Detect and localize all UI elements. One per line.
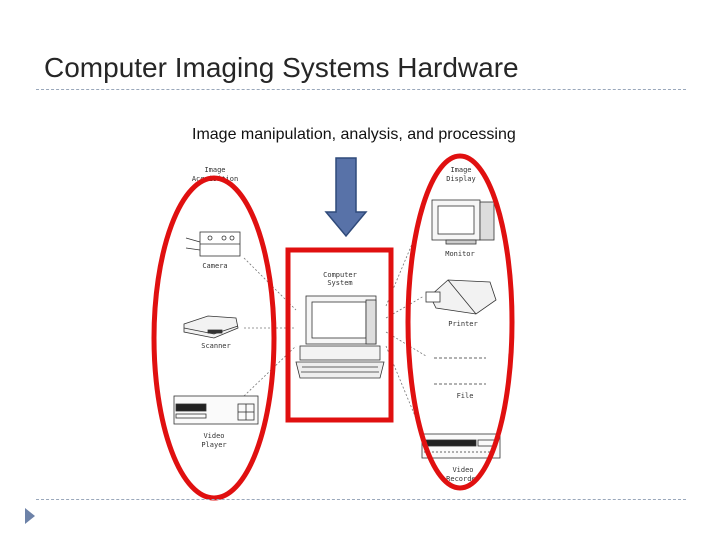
monitor-icon — [431, 199, 495, 245]
camera-icon — [185, 231, 241, 257]
video-player-icon — [173, 395, 259, 425]
video-recorder-icon — [421, 433, 501, 459]
computer-system-label-line1: Computer — [323, 271, 357, 279]
right-group-label-line2: Display — [446, 175, 476, 183]
slide-bullet-icon — [25, 508, 35, 524]
acquisition-highlight-ellipse — [151, 175, 277, 501]
file-label: File — [457, 392, 474, 400]
printer-icon — [425, 279, 497, 315]
video-recorder-label-line2: Recorder — [446, 475, 480, 483]
processing-down-arrow — [324, 157, 368, 238]
file-icon — [434, 357, 486, 385]
video-recorder-label-line1: Video — [452, 466, 473, 474]
diagram-subtitle: Image manipulation, analysis, and proces… — [192, 126, 516, 143]
computer-icon — [295, 295, 385, 379]
monitor-label: Monitor — [445, 250, 475, 258]
scanner-icon — [183, 315, 239, 339]
title-divider — [36, 89, 686, 90]
scanner-label: Scanner — [201, 342, 231, 350]
right-group-label-line1: Image — [450, 166, 471, 174]
printer-label: Printer — [448, 320, 478, 328]
slide-title: Computer Imaging Systems Hardware — [44, 52, 519, 83]
left-group-label-line1: Image — [204, 166, 225, 174]
computer-system-label-line2: System — [327, 279, 352, 287]
display-highlight-ellipse — [405, 153, 515, 491]
computer-highlight-box — [285, 247, 394, 423]
video-player-label-line1: Video — [203, 432, 224, 440]
footer-divider — [36, 499, 686, 500]
video-player-label-line2: Player — [201, 441, 226, 449]
camera-label: Camera — [202, 262, 227, 270]
